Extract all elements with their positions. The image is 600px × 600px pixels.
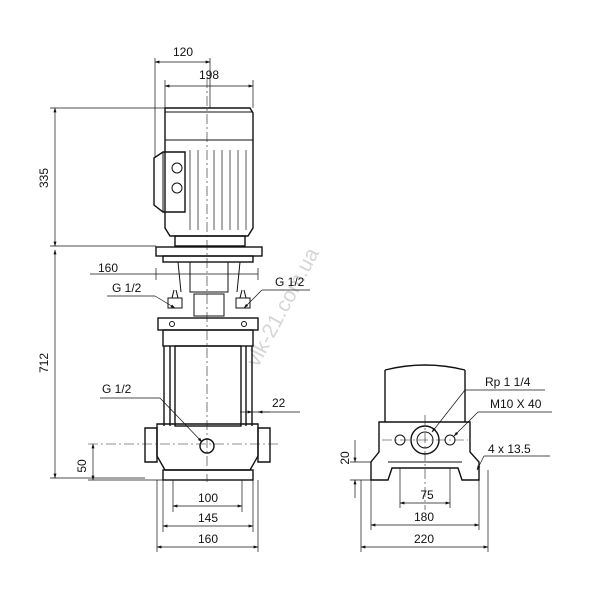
dimension-label-180: 180 [414, 510, 434, 524]
dimension-75: 75 [399, 468, 451, 508]
terminal-box [153, 151, 186, 213]
leader-g12-right: G 1/2 [243, 275, 310, 309]
gauge-port-right-label: G 1/2 [275, 275, 305, 289]
leader-rp114: Rp 1 1/4 [431, 375, 545, 433]
gauge-port-left-label: G 1/2 [112, 281, 142, 295]
leader-g12-left: G 1/2 [107, 281, 176, 309]
dimension-label-145: 145 [198, 511, 218, 525]
dimension-label-220: 220 [414, 532, 434, 546]
dimension-label-50: 50 [75, 459, 89, 473]
pump-base [144, 423, 271, 481]
inlet-thread-label: Rp 1 1/4 [485, 375, 531, 389]
dimension-label-160-coupling: 160 [98, 261, 118, 275]
dimension-label-712: 712 [37, 353, 51, 373]
dimension-198: 198 [164, 68, 254, 108]
bolt-thread-label: M10 X 40 [490, 397, 542, 411]
leader-g12-drain: G 1/2 [100, 382, 203, 443]
dimension-120: 120 [154, 45, 211, 158]
dimension-100: 100 [172, 480, 243, 512]
dimension-label-100: 100 [198, 491, 218, 505]
dimension-160-base: 160 [156, 480, 259, 552]
cable-gland-upper [171, 162, 183, 174]
dimension-label-160-base: 160 [198, 532, 218, 546]
mount-holes-label: 4 x 13.5 [488, 442, 531, 456]
gauge-plug-right [235, 289, 251, 309]
pump-sleeve [163, 345, 253, 427]
dimension-22: 22 [240, 396, 300, 414]
watermark-text: vlk-21.com.ua [242, 244, 324, 370]
dimension-220: 220 [360, 470, 489, 552]
dimension-145: 145 [162, 480, 254, 532]
dimension-20: 20 [338, 440, 371, 498]
dimension-label-335: 335 [37, 168, 51, 188]
dimension-335: 335 [37, 107, 165, 247]
dimension-180: 180 [370, 480, 480, 530]
cable-gland-lower [171, 182, 183, 194]
dimension-label-198: 198 [199, 68, 219, 82]
drain-port-label: G 1/2 [102, 382, 132, 396]
dimension-label-120: 120 [173, 45, 193, 59]
leader-4x135: 4 x 13.5 [476, 442, 550, 471]
dimension-160-coupling: 160 [90, 261, 259, 280]
leader-m10x40: M10 X 40 [453, 397, 552, 437]
dimension-label-22: 22 [272, 396, 286, 410]
motor-stool [155, 235, 263, 317]
dimension-712: 712 [37, 249, 145, 479]
dimension-label-20: 20 [338, 451, 352, 465]
dimension-50: 50 [75, 443, 163, 481]
dimension-label-75: 75 [420, 488, 434, 502]
pump-motor [164, 107, 254, 237]
pump-head [157, 317, 259, 347]
